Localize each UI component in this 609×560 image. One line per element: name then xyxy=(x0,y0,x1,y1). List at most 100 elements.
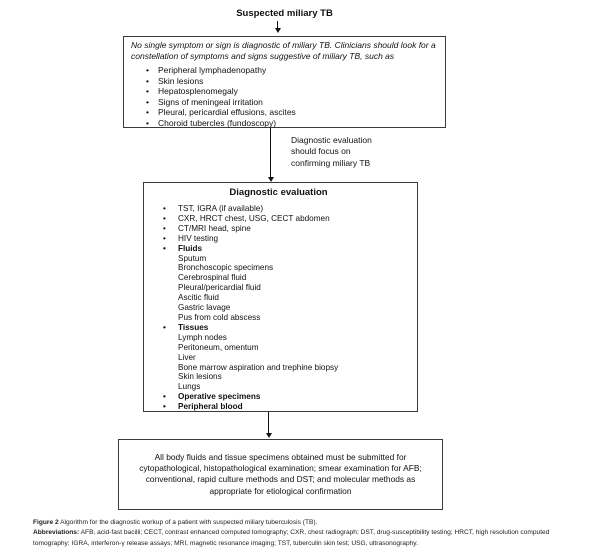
list-item: Gastric lavage xyxy=(144,303,413,313)
bullet-icon: • xyxy=(146,107,149,118)
list-item: Pus from cold abscess xyxy=(144,313,413,323)
conclusion-text: All body fluids and tissue specimens obt… xyxy=(139,452,422,496)
figure-caption: Figure 2 Algorithm for the diagnostic wo… xyxy=(33,518,581,549)
bullet-icon: • xyxy=(146,75,149,86)
list-item-text: Ascitic fluid xyxy=(178,293,219,303)
list-item: • Peripheral lymphadenopathy xyxy=(131,65,437,76)
list-item-text: Cerebrospinal fluid xyxy=(178,273,247,283)
bullet-icon: • xyxy=(163,243,166,253)
list-item: • Skin lesions xyxy=(131,76,437,87)
list-item: •Signs of meningeal irritation xyxy=(131,97,437,108)
list-item: • Hepatosplenomegaly xyxy=(131,86,437,97)
list-item: Lymph nodes xyxy=(144,333,413,343)
bullet-icon: • xyxy=(146,65,149,75)
symptom-box: No single symptom or sign is diagnostic … xyxy=(123,36,446,128)
symptom-list: • Peripheral lymphadenopathy • Skin lesions… xyxy=(131,65,437,128)
list-item: Liver xyxy=(144,353,413,363)
bullet-icon: • xyxy=(163,204,166,213)
arrow-label-line: confirming miliary TB xyxy=(291,157,371,168)
list-item: • Choroid tubercles (fundoscopy) xyxy=(131,118,437,129)
list-item-text: Sputum xyxy=(178,253,207,263)
caption-figure-line: Figure 2 Algorithm for the diagnostic wo… xyxy=(33,518,581,528)
bullet-icon xyxy=(163,333,178,343)
list-item: •Tissues xyxy=(144,323,413,333)
list-item-text: Liver xyxy=(178,352,196,362)
bullet-icon xyxy=(163,283,178,293)
list-item-text: Gastric lavage xyxy=(178,303,231,313)
bullet-icon: • xyxy=(163,233,166,243)
list-item-text: Bronchoscopic specimens xyxy=(178,263,274,273)
caption-abbreviations: Abbreviations: AFB, acid-fast bacilli; C… xyxy=(33,528,581,549)
flow-arrow-title-to-symptoms xyxy=(273,21,282,33)
list-item-text: Hepatosplenomegaly xyxy=(158,86,238,97)
diagnostic-box-title: Diagnostic evaluation xyxy=(229,187,328,198)
bullet-icon: • xyxy=(163,402,166,412)
arrow-head-icon xyxy=(274,28,281,33)
bullet-icon xyxy=(163,372,178,382)
bullet-icon: • xyxy=(163,322,166,332)
diagnostic-box: Diagnostic evaluation • TST, IGRA (if ava… xyxy=(143,182,418,412)
list-item-text: TST, IGRA (if available) xyxy=(178,204,264,213)
arrow-head-icon xyxy=(265,433,272,438)
list-item: • Operative specimens xyxy=(144,392,413,402)
flow-title: Suspected miliary TB xyxy=(236,8,333,19)
diagnostic-list: • TST, IGRA (if available) • CXR, HRCT ches… xyxy=(144,204,413,412)
conclusion-box: All body fluids and tissue specimens obt… xyxy=(118,439,443,510)
bullet-icon xyxy=(163,273,178,283)
list-item: • CXR, HRCT chest, USG, CECT abdomen xyxy=(144,214,413,224)
bullet-icon: • xyxy=(146,117,149,128)
bullet-icon xyxy=(163,353,178,363)
bullet-icon: • xyxy=(163,223,166,233)
list-item: Sputum xyxy=(144,254,413,264)
list-item-text: Bone marrow aspiration and trephine biop… xyxy=(178,362,339,372)
bullet-icon xyxy=(163,303,178,313)
list-item: •HIV testing xyxy=(144,234,413,244)
bullet-icon xyxy=(163,263,178,273)
arrow-stem xyxy=(268,412,269,433)
list-item-text: Pleural, pericardial effusions, ascites xyxy=(158,107,296,118)
list-item-text: Operative specimens xyxy=(178,392,261,402)
list-item-text: Signs of meningeal irritation xyxy=(158,96,263,107)
list-item-text: Choroid tubercles (fundoscopy) xyxy=(158,117,277,128)
list-item-text: Fluids xyxy=(178,243,203,253)
list-item-text: Peripheral blood xyxy=(178,402,243,412)
list-item: Ascitic fluid xyxy=(144,293,413,303)
list-item-text: Lungs xyxy=(178,382,201,392)
caption-abbrev-text: AFB, acid-fast bacilli; CECT, contrast e… xyxy=(33,529,550,547)
bullet-icon: • xyxy=(163,213,166,223)
arrow-stem xyxy=(277,21,278,28)
list-item: • CT/MRI head, spine xyxy=(144,224,413,234)
caption-abbrev-label: Abbreviations: xyxy=(33,529,80,537)
caption-figure-label: Figure 2 xyxy=(33,519,59,526)
bullet-icon: • xyxy=(146,86,149,97)
list-item-text: Pus from cold abscess xyxy=(178,312,261,322)
list-item: • Fluids xyxy=(144,244,413,254)
arrow-label-line: should focus on xyxy=(291,146,351,157)
bullet-icon xyxy=(163,382,178,392)
list-item: Peritoneum, omentum xyxy=(144,343,413,353)
list-item: Cerebrospinal fluid xyxy=(144,273,413,283)
bullet-icon xyxy=(163,313,178,323)
caption-figure-text: Algorithm for the diagnostic workup of a… xyxy=(58,519,318,526)
list-item: Skin lesions xyxy=(144,372,413,382)
list-item-text: CXR, HRCT chest, USG, CECT abdomen xyxy=(178,213,330,223)
arrow-head-icon xyxy=(267,177,274,182)
list-item: Bone marrow aspiration and trephine biop… xyxy=(144,363,413,373)
arrow-stem xyxy=(270,128,271,177)
list-item: Pleural/pericardial fluid xyxy=(144,283,413,293)
bullet-icon xyxy=(163,293,178,303)
bullet-icon: • xyxy=(163,392,166,402)
flow-arrow-symptoms-to-diagnostic xyxy=(266,128,275,182)
list-item-text: Pleural/pericardial fluid xyxy=(178,283,261,293)
symptom-intro: No single symptom or sign is diagnostic … xyxy=(131,40,436,61)
list-item-text: Lymph nodes xyxy=(178,332,227,342)
list-item-text: CT/MRI head, spine xyxy=(178,223,251,233)
list-item-text: Peripheral lymphadenopathy xyxy=(158,65,267,75)
bullet-icon xyxy=(163,254,178,264)
list-item-text: Skin lesions xyxy=(178,372,222,382)
list-item: • TST, IGRA (if available) xyxy=(144,204,413,214)
list-item: • Pleural, pericardial effusions, ascites xyxy=(131,107,437,118)
list-item-text: Skin lesions xyxy=(158,75,204,86)
bullet-icon xyxy=(163,363,178,373)
